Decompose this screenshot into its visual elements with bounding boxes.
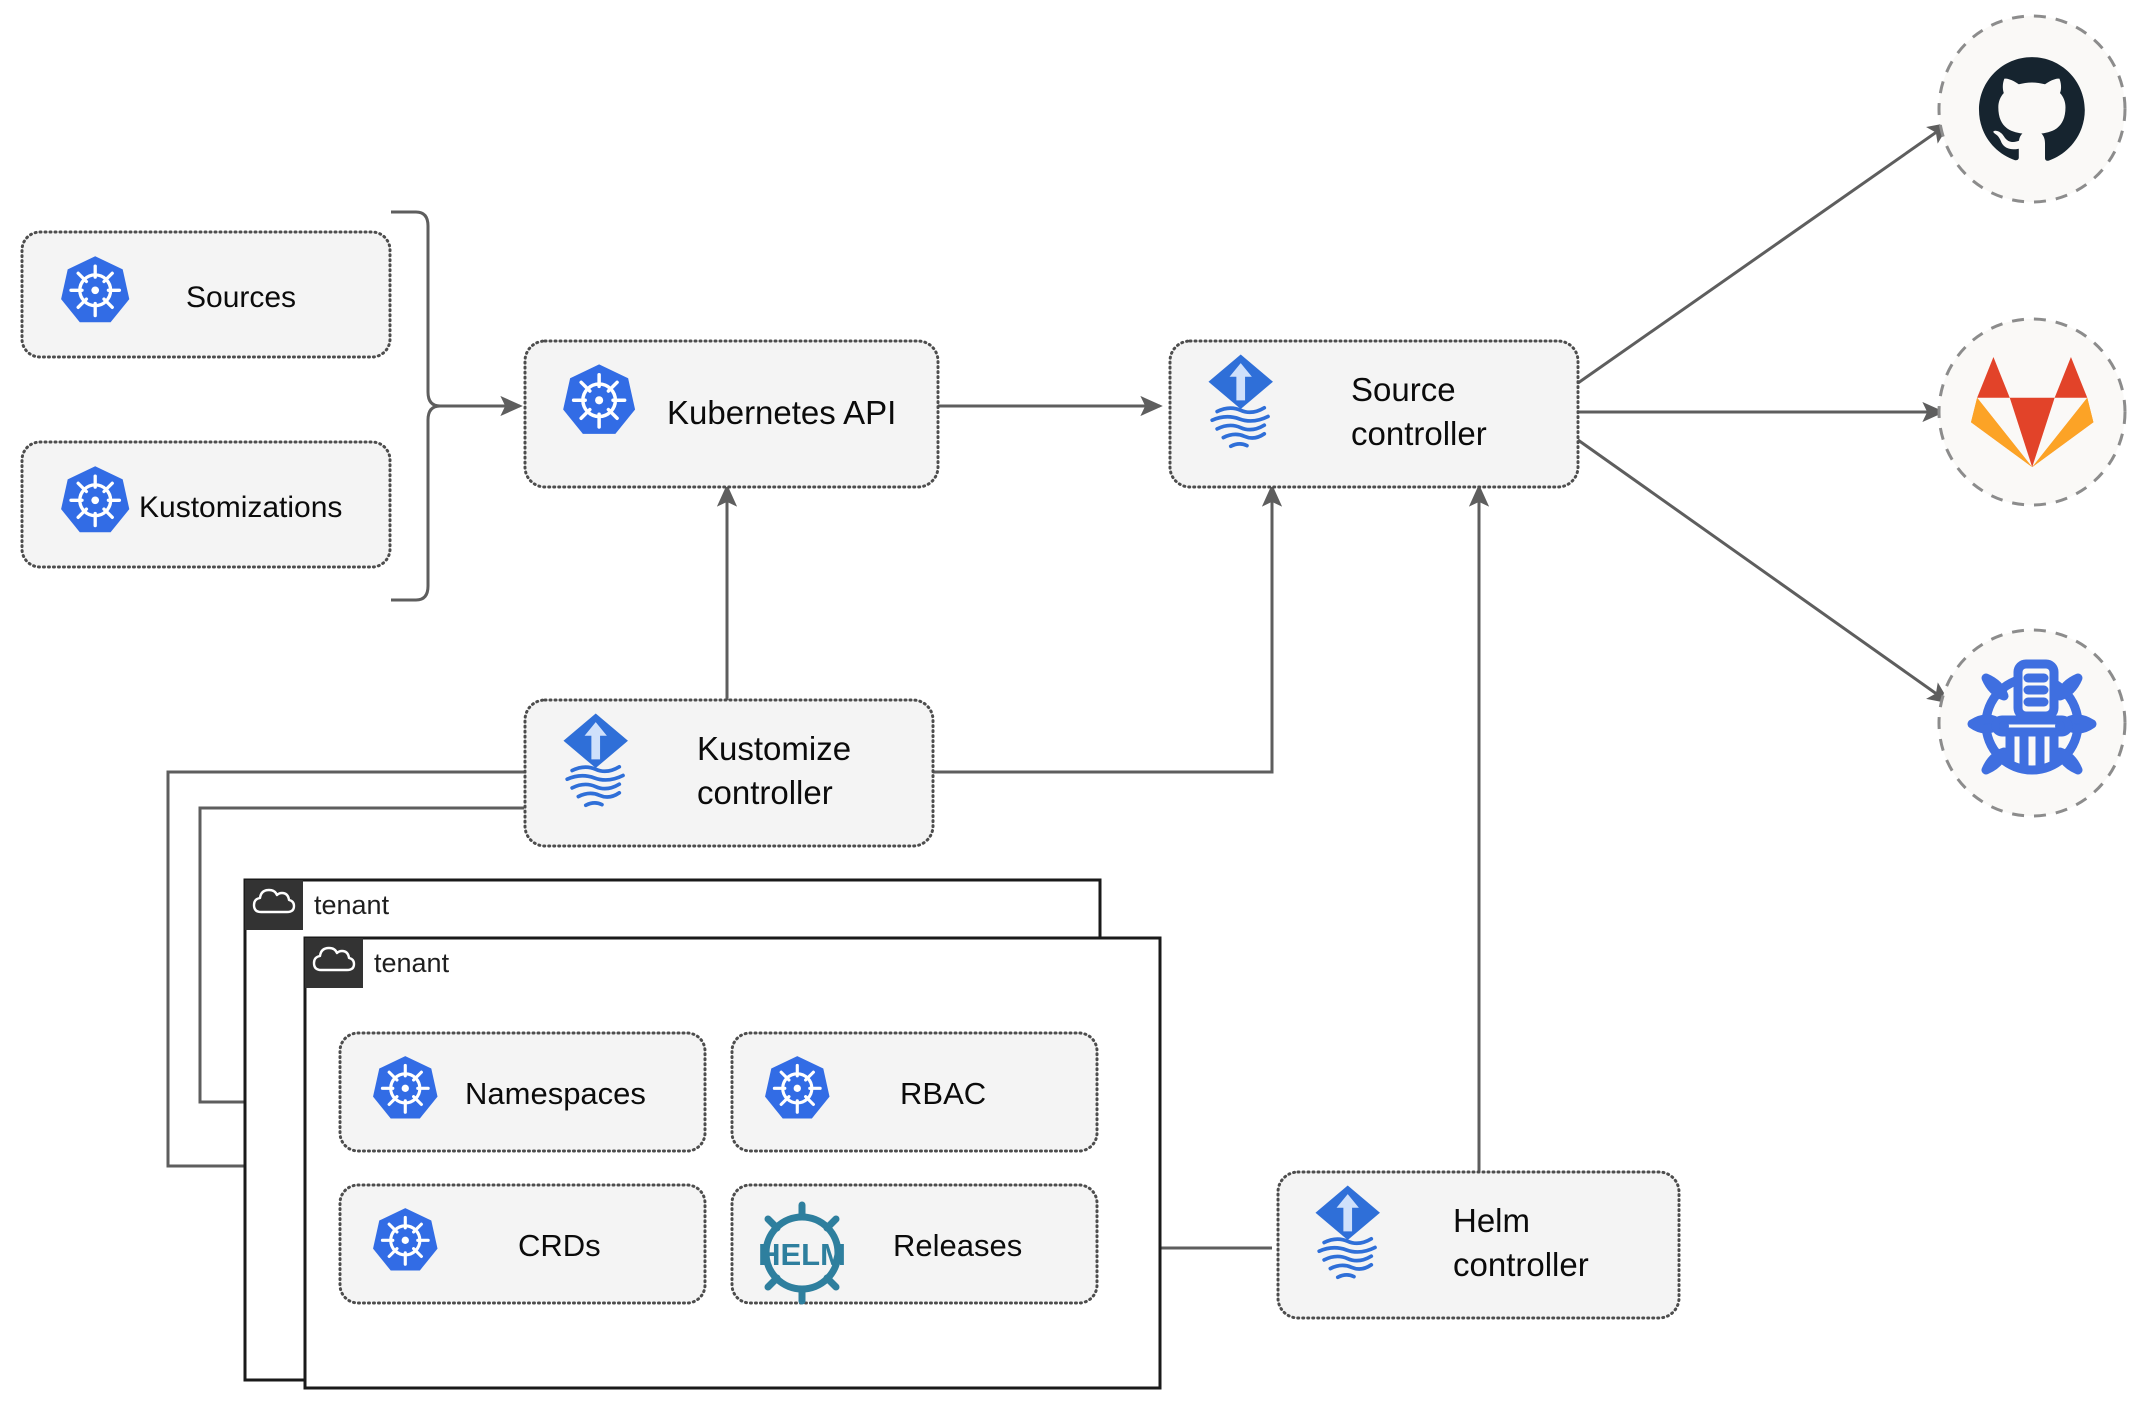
- edge-kustomize-to-tenant-back: [166, 770, 524, 1177]
- node-label-rbac: RBAC: [900, 1076, 986, 1111]
- node-label-namespaces: Namespaces: [465, 1076, 646, 1111]
- node-kustomize-controller[interactable]: Kustomize controller: [523, 698, 935, 848]
- node-releases[interactable]: HELM Releases: [730, 1183, 1099, 1305]
- node-label-kustomize-controller-line1: Kustomize: [697, 730, 851, 767]
- node-label-sources: Sources: [186, 281, 296, 314]
- edge-resources-brace: [391, 210, 441, 602]
- node-helm-controller[interactable]: Helm controller: [1276, 1170, 1681, 1320]
- gitlab-icon: [1971, 357, 2094, 468]
- node-label-source-controller-line2: controller: [1351, 415, 1487, 452]
- node-label-releases: Releases: [893, 1228, 1022, 1263]
- kubernetes-icon: [765, 1056, 830, 1119]
- helm-icon-text: HELM: [758, 1237, 846, 1272]
- node-rbac[interactable]: RBAC: [730, 1031, 1099, 1153]
- resource-nodes: Sources: [20, 230, 392, 569]
- kubernetes-icon: [61, 466, 130, 533]
- kubernetes-icon: [373, 1056, 438, 1119]
- edge-source-to-helm-repo: [1577, 438, 1951, 704]
- tenant-label-front: tenant: [374, 948, 450, 978]
- tenant-box-front[interactable]: tenant: [303, 936, 1162, 1390]
- node-github[interactable]: [1937, 14, 2127, 204]
- node-source-controller[interactable]: Source controller: [1168, 339, 1580, 489]
- node-crds[interactable]: CRDs: [338, 1183, 707, 1305]
- helm-icon: HELM: [758, 1201, 846, 1305]
- node-namespaces[interactable]: Namespaces: [338, 1031, 707, 1153]
- node-label-kustomizations: Kustomizations: [139, 491, 342, 524]
- helm-repository-icon: [1967, 659, 2097, 775]
- node-sources[interactable]: Sources: [20, 230, 392, 359]
- node-label-kustomize-controller-line2: controller: [697, 774, 833, 811]
- node-label-source-controller-line1: Source: [1351, 371, 1456, 408]
- flux-icon: [563, 713, 628, 808]
- tenant-label-back: tenant: [314, 890, 390, 920]
- flux-icon: [1208, 354, 1273, 449]
- repository-nodes: [1937, 14, 2127, 818]
- node-label-helm-controller-line1: Helm: [1453, 1202, 1530, 1239]
- node-label-kubernetes-api: Kubernetes API: [667, 394, 896, 431]
- edge-kustomize-to-source: [933, 484, 1283, 774]
- flux-icon: [1315, 1185, 1380, 1280]
- node-kubernetes-api[interactable]: Kubernetes API: [523, 339, 940, 489]
- tenant-resource-nodes: Namespaces: [338, 1031, 1099, 1305]
- edge-source-to-github: [1577, 122, 1951, 385]
- node-label-crds: CRDs: [518, 1228, 601, 1263]
- node-gitlab[interactable]: [1937, 317, 2127, 507]
- kubernetes-icon: [563, 364, 636, 434]
- cloud-icon-front: [312, 946, 356, 972]
- controller-nodes: Kubernetes API Source cont: [523, 339, 1681, 1320]
- node-label-helm-controller-line2: controller: [1453, 1246, 1589, 1283]
- edge-layer: [166, 122, 1951, 1259]
- github-icon: [1979, 57, 2085, 161]
- cloud-icon-back: [252, 888, 296, 914]
- node-kustomizations[interactable]: Kustomizations: [20, 440, 392, 569]
- kubernetes-icon: [61, 256, 130, 323]
- node-helm-repository[interactable]: [1937, 628, 2127, 818]
- kubernetes-icon: [373, 1208, 438, 1271]
